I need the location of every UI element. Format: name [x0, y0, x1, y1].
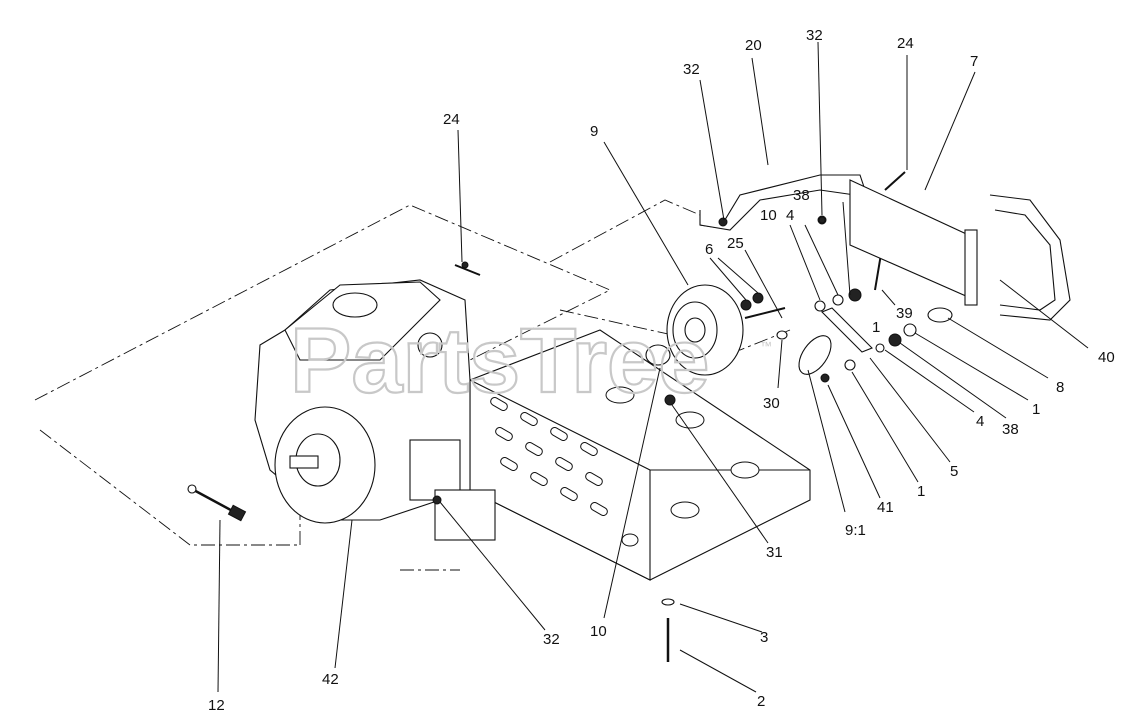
callout-32: 32 [806, 27, 823, 44]
callout-4: 4 [976, 413, 984, 430]
callout-12: 12 [208, 697, 225, 714]
callout-6: 6 [705, 241, 713, 258]
callout-38: 38 [793, 187, 810, 204]
callout-9-1: 9:1 [845, 522, 866, 539]
callout-31: 31 [766, 544, 783, 561]
callout-1: 1 [872, 319, 880, 336]
clutch [645, 284, 788, 406]
callout-39: 39 [896, 305, 913, 322]
callout-9: 9 [590, 123, 598, 140]
callout-4: 4 [786, 207, 794, 224]
callout-24: 24 [897, 35, 914, 52]
engine [254, 261, 496, 541]
callouts: 24 9 32 20 32 24 7 38 10 4 6 25 39 1 40 … [208, 27, 1115, 714]
callout-8: 8 [1056, 379, 1064, 396]
callout-24: 24 [443, 111, 460, 128]
fuel-fitting [187, 484, 247, 522]
phantom-lines [34, 199, 791, 571]
callout-10: 10 [760, 207, 777, 224]
callout-3: 3 [760, 629, 768, 646]
callout-20: 20 [745, 37, 762, 54]
callout-5: 5 [950, 463, 958, 480]
leader-lines [217, 41, 1089, 693]
callout-1: 1 [917, 483, 925, 500]
callout-10: 10 [590, 623, 607, 640]
callout-25: 25 [727, 235, 744, 252]
watermark: PartsTree ™ [289, 309, 772, 413]
watermark-text: PartsTree [290, 310, 709, 412]
callout-41: 41 [877, 499, 894, 516]
callout-30: 30 [763, 395, 780, 412]
watermark-trademark: ™ [760, 339, 772, 353]
callout-42: 42 [322, 671, 339, 688]
callout-7: 7 [970, 53, 978, 70]
callout-2: 2 [757, 693, 765, 710]
callout-40: 40 [1098, 349, 1115, 366]
callout-32: 32 [543, 631, 560, 648]
callout-1: 1 [1032, 401, 1040, 418]
callout-38: 38 [1002, 421, 1019, 438]
callout-32: 32 [683, 61, 700, 78]
idler-hardware [798, 216, 917, 383]
